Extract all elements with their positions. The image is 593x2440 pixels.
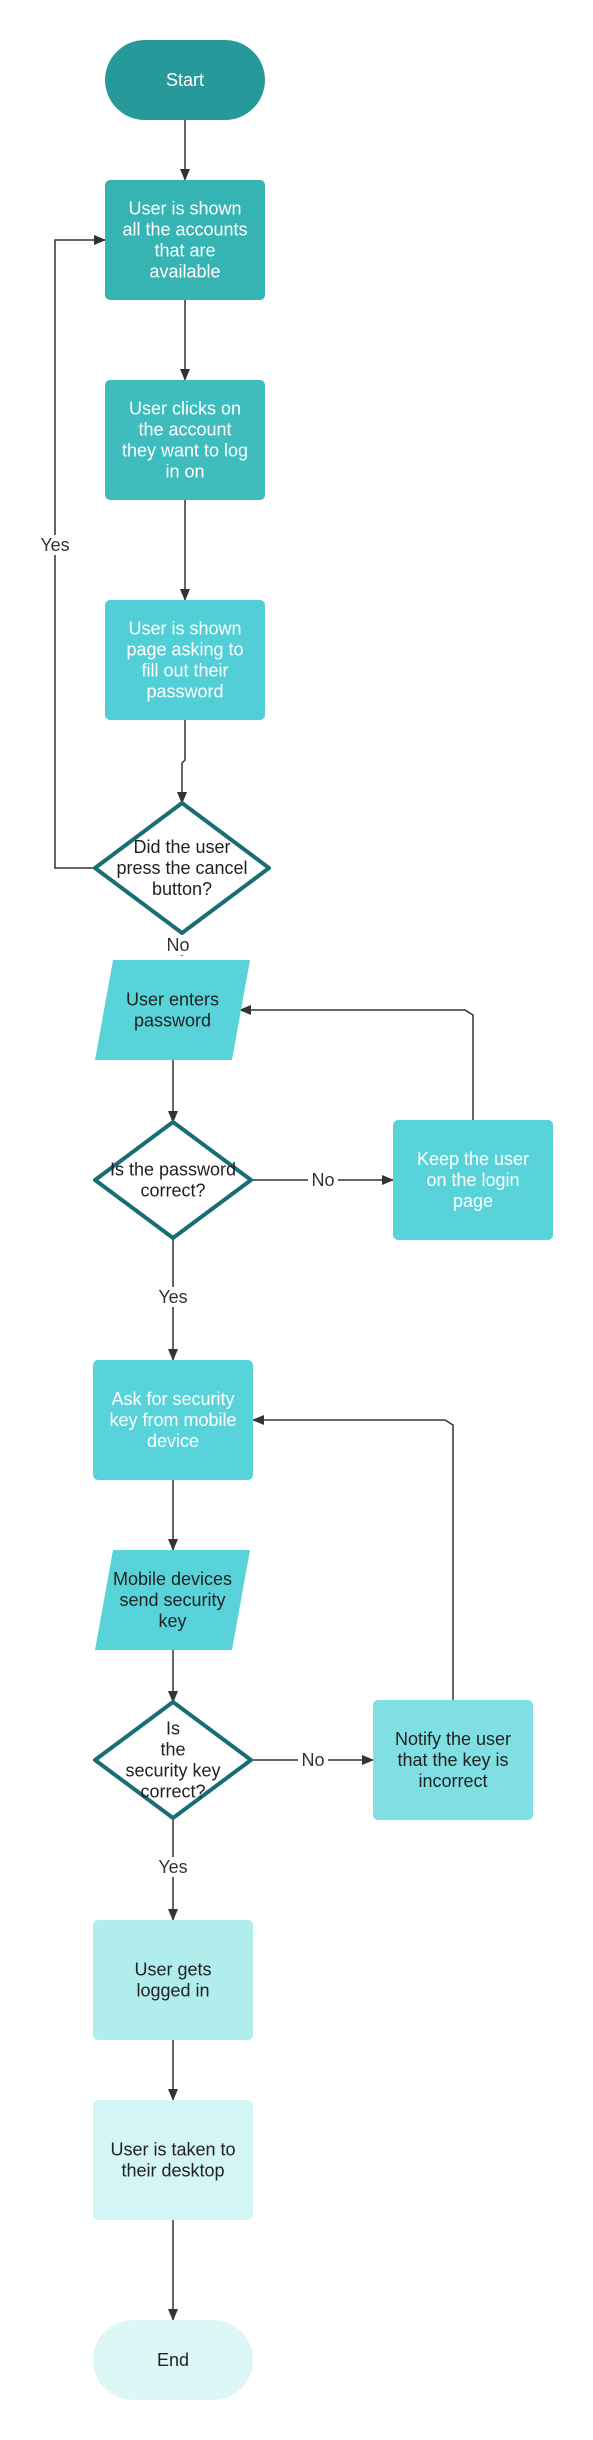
notify-incorrect-label-line: that the key is [397, 1750, 508, 1770]
cancel-decision-label-line: button? [152, 879, 212, 899]
edge-label-key-no: No [301, 1750, 324, 1770]
keep-login-shape [393, 1120, 553, 1240]
logged-in-label-line: User gets [134, 1960, 211, 1980]
ask-password-shape [105, 600, 265, 720]
edge-label-cancel-yes: Yes [40, 535, 69, 555]
ask-password-label-line: page asking to [126, 640, 243, 660]
edge-label-bg [163, 935, 193, 955]
key-decision-label-line: the [160, 1740, 185, 1760]
end-shape [93, 2320, 253, 2400]
node-end: End [93, 2320, 253, 2400]
show-accounts-label-line: available [149, 262, 220, 282]
password-decision-label-line: Is the password [110, 1160, 236, 1180]
edge-label-password-yes: Yes [158, 1287, 187, 1307]
enter-password-label-line: User enters [126, 990, 219, 1010]
enter-password-shape [95, 960, 250, 1060]
click-account-label-line: the account [138, 420, 231, 440]
notify-incorrect-label-line: incorrect [418, 1771, 487, 1791]
key-decision-label-line: Is [166, 1719, 180, 1739]
start-shape [105, 40, 265, 120]
send-key-label-line: Mobile devices [113, 1569, 232, 1589]
ask-key-label-line: device [147, 1431, 199, 1451]
send-key-label-line: key [158, 1611, 186, 1631]
ask-password-label-line: password [146, 682, 223, 702]
edge-label-bg [298, 1750, 328, 1770]
keep-login-label-line: on the login [426, 1170, 519, 1190]
ask-key-label-line: key from mobile [109, 1410, 236, 1430]
key-decision-shape [93, 1700, 253, 1820]
key-decision-label-line: security key [125, 1761, 220, 1781]
edge-label-bg [40, 535, 70, 555]
show-accounts-label-line: that are [154, 241, 215, 261]
key-decision-label-line: correct? [140, 1782, 205, 1802]
password-decision-label-line: correct? [140, 1181, 205, 1201]
edge-label-password-no: No [311, 1170, 334, 1190]
start-label-line: Start [166, 70, 204, 90]
send-key-shape [95, 1550, 250, 1650]
desktop-label-line: their desktop [121, 2161, 224, 2181]
password-decision-shape [93, 1120, 253, 1240]
edge-keep-login-loop [239, 1005, 474, 1120]
edge-label-bg [158, 1287, 188, 1307]
show-accounts-shape [105, 180, 265, 300]
notify-incorrect-label-line: Notify the user [395, 1729, 511, 1749]
send-key-label-line: send security [119, 1590, 225, 1610]
node-start: Start [105, 40, 265, 120]
edge-label-key-yes: Yes [158, 1857, 187, 1877]
keep-login-label-line: page [453, 1191, 493, 1211]
logged-in-shape [93, 1920, 253, 2040]
edge-notify-loop [252, 1415, 454, 1700]
ask-password-label-line: fill out their [141, 661, 228, 681]
cancel-decision-shape [93, 801, 271, 935]
desktop-label-line: User is taken to [110, 2140, 235, 2160]
edge-label-bg [158, 1857, 188, 1877]
show-accounts-label-line: all the accounts [122, 220, 247, 240]
ask-key-label-line: Ask for security [111, 1389, 234, 1409]
click-account-label-line: they want to log [122, 441, 248, 461]
notify-incorrect-shape [373, 1700, 533, 1820]
keep-login-label-line: Keep the user [417, 1149, 529, 1169]
click-account-shape [105, 380, 265, 500]
enter-password-label-line: password [134, 1011, 211, 1031]
logged-in-label-line: logged in [136, 1981, 209, 2001]
edge-label-cancel-no: No [166, 935, 189, 955]
ask-password-label-line: User is shown [128, 619, 241, 639]
edge-password-page-to-cancel [177, 720, 187, 804]
edge-label-bg [308, 1170, 338, 1190]
end-label-line: End [157, 2350, 189, 2370]
cancel-decision-label-line: press the cancel [116, 858, 247, 878]
click-account-label-line: User clicks on [129, 399, 241, 419]
show-accounts-label-line: User is shown [128, 199, 241, 219]
cancel-decision-label-line: Did the user [133, 837, 230, 857]
ask-key-shape [93, 1360, 253, 1480]
click-account-label-line: in on [165, 462, 204, 482]
desktop-shape [93, 2100, 253, 2220]
